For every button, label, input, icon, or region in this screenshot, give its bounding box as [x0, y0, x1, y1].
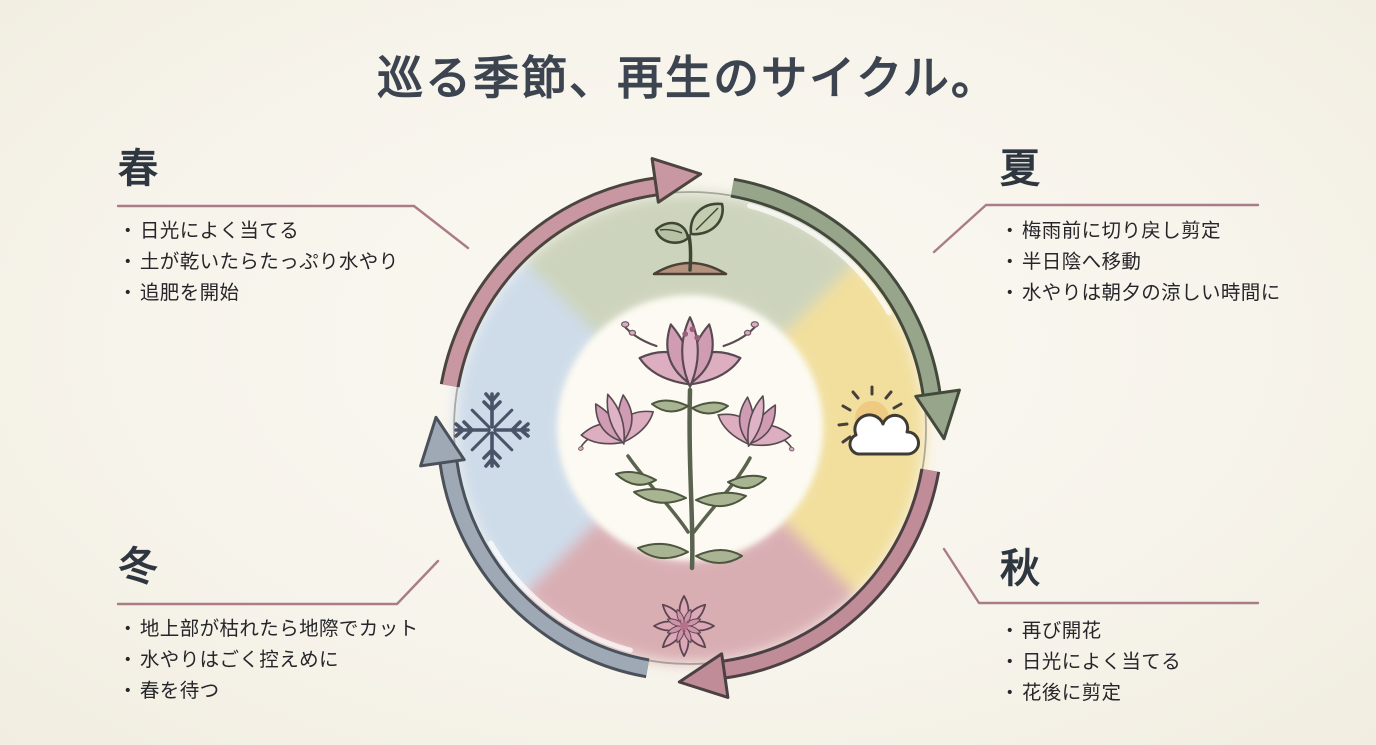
cycle-arrow-bottom — [677, 468, 941, 699]
bullet-glyph: ・ — [118, 649, 138, 671]
ring-highlight — [747, 203, 892, 316]
tip-text: 花後に剪定 — [1021, 682, 1122, 704]
snowflake-icon — [454, 392, 530, 468]
tip-text: 日光によく当てる — [1021, 651, 1182, 673]
sun-disc — [855, 401, 889, 435]
blossom-top — [620, 316, 760, 388]
season-block-winter: 冬 ・地上部が枯れたら地際でカット ・水やりはごく控えめに ・春を待つ — [118, 544, 458, 707]
season-block-autumn: 秋 ・再び開花 ・日光によく当てる ・花後に剪定 — [1000, 546, 1340, 709]
season-tip: ・半日陰へ移動 — [1000, 247, 1340, 278]
bullet-glyph: ・ — [118, 282, 138, 304]
tip-text: 追肥を開始 — [139, 282, 240, 304]
season-tips-winter: ・地上部が枯れたら地際でカット ・水やりはごく控えめに ・春を待つ — [118, 614, 458, 707]
tip-text: 春を待つ — [139, 680, 220, 702]
sprout-icon — [652, 202, 728, 276]
bullet-glyph: ・ — [1000, 282, 1020, 304]
season-tip: ・地上部が枯れたら地際でカット — [118, 614, 458, 645]
season-tip: ・水やりはごく控えめに — [118, 645, 458, 676]
bullet-glyph: ・ — [118, 618, 138, 640]
arrowhead-down-icon — [914, 388, 961, 441]
bullet-glyph: ・ — [118, 220, 138, 242]
sun-rays — [837, 385, 903, 444]
tip-text: 半日陰へ移動 — [1021, 251, 1142, 273]
ring-inner-circle — [558, 296, 822, 560]
season-block-spring: 春 ・日光によく当てる ・土が乾いたらたっぷり水やり ・追肥を開始 — [118, 146, 458, 309]
bullet-glyph: ・ — [118, 680, 138, 702]
page-title: 巡る季節、再生のサイクル。 — [377, 53, 999, 104]
arrowhead-right-icon — [650, 157, 703, 204]
arrowhead-left-icon — [677, 652, 730, 699]
bullet-glyph: ・ — [1000, 220, 1020, 242]
seasonal-cycle-diagram — [419, 157, 961, 699]
season-ring — [455, 193, 925, 663]
ring-sketch-outline — [453, 191, 927, 665]
tip-text: 水やりは朝夕の涼しい時間に — [1021, 282, 1281, 304]
season-tip: ・土が乾いたらたっぷり水やり — [118, 247, 458, 278]
season-tip: ・春を待つ — [118, 676, 458, 707]
blossom-right — [717, 395, 795, 452]
season-tips-spring: ・日光によく当てる ・土が乾いたらたっぷり水やり ・追肥を開始 — [118, 216, 458, 309]
season-tip: ・再び開花 — [1000, 616, 1340, 647]
season-block-summer: 夏 ・梅雨前に切り戻し剪定 ・半日陰へ移動 ・水やりは朝夕の涼しい時間に — [1000, 146, 1340, 309]
season-tip: ・追肥を開始 — [118, 278, 458, 309]
bullet-glyph: ・ — [1000, 651, 1020, 673]
cycle-arrow-top — [439, 157, 703, 388]
bullet-glyph: ・ — [118, 251, 138, 273]
cloud-shape — [848, 413, 920, 456]
season-tip: ・日光によく当てる — [118, 216, 458, 247]
tip-text: 地上部が枯れたら地際でカット — [139, 618, 419, 640]
season-label-winter: 冬 — [118, 544, 158, 589]
season-tips-autumn: ・再び開花 ・日光によく当てる ・花後に剪定 — [1000, 616, 1340, 709]
ring-quadrant-winter — [455, 261, 600, 595]
sun-cloud-icon — [837, 385, 920, 456]
tip-text: 再び開花 — [1021, 620, 1102, 642]
season-label-spring: 春 — [118, 146, 158, 191]
ring-highlight — [488, 540, 633, 653]
season-label-autumn: 秋 — [1000, 546, 1040, 591]
bullet-glyph: ・ — [1000, 682, 1020, 704]
bloom-icon — [653, 595, 715, 657]
tip-text: 水やりはごく控えめに — [139, 649, 339, 671]
season-tip: ・花後に剪定 — [1000, 678, 1340, 709]
bullet-glyph: ・ — [1000, 251, 1020, 273]
blossom-left — [578, 393, 654, 451]
season-tip: ・水やりは朝夕の涼しい時間に — [1000, 278, 1340, 309]
season-tip: ・梅雨前に切り戻し剪定 — [1000, 216, 1340, 247]
tip-text: 土が乾いたらたっぷり水やり — [139, 251, 399, 273]
center-plant-illustration — [578, 316, 795, 571]
ring-quadrant-summer — [780, 261, 925, 595]
season-label-summer: 夏 — [1000, 146, 1040, 191]
ring-quadrant-spring — [523, 193, 857, 338]
season-tip: ・日光によく当てる — [1000, 647, 1340, 678]
tip-text: 日光によく当てる — [139, 220, 300, 242]
season-tips-summer: ・梅雨前に切り戻し剪定 ・半日陰へ移動 ・水やりは朝夕の涼しい時間に — [1000, 216, 1340, 309]
bullet-glyph: ・ — [1000, 620, 1020, 642]
arrowhead-up-icon — [419, 415, 466, 468]
cycle-arrow-right — [730, 177, 961, 441]
tip-text: 梅雨前に切り戻し剪定 — [1021, 220, 1221, 242]
ring-quadrant-autumn — [523, 518, 857, 663]
